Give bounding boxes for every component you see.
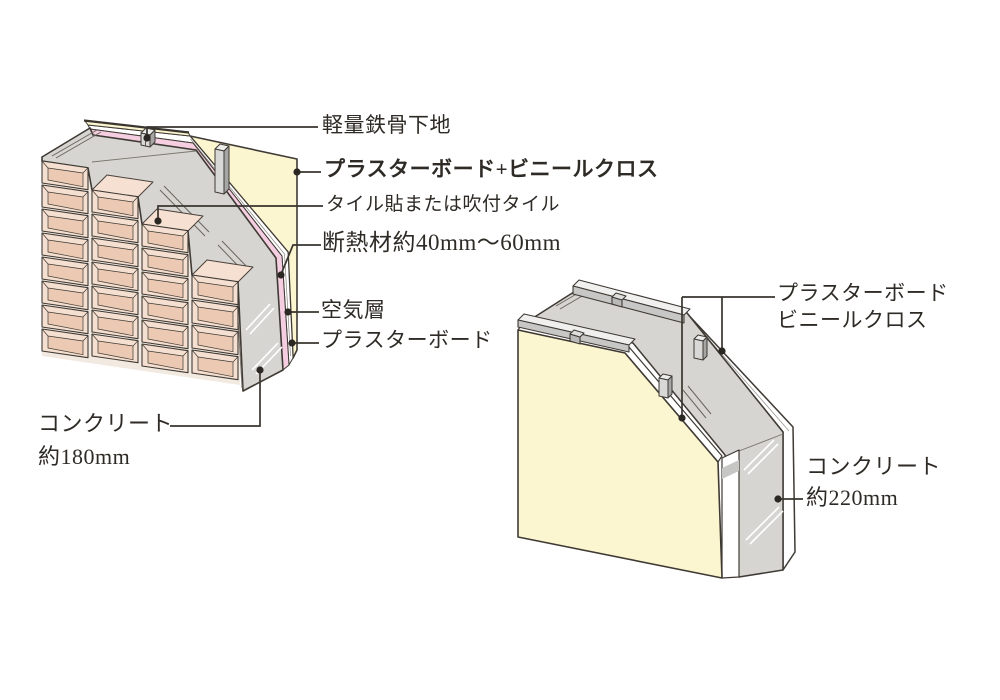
- stud-side-face: [702, 336, 708, 361]
- brick: [141, 319, 189, 350]
- brick: [191, 349, 239, 381]
- leader-insulation: [281, 244, 321, 273]
- brick: [91, 261, 139, 292]
- brick-wall: [41, 160, 239, 381]
- brick: [191, 299, 239, 331]
- brick: [41, 304, 89, 335]
- leader-dot: [288, 339, 296, 347]
- leader-dot: [774, 495, 782, 503]
- label-steel-base: 軽量鉄骨下地: [322, 113, 451, 137]
- leader-dot: [154, 217, 162, 225]
- brick: [91, 189, 139, 220]
- label-tile: タイル貼または吹付タイル: [326, 194, 561, 215]
- brick: [141, 343, 189, 374]
- concrete-hatch-white: [245, 303, 283, 375]
- brick: [41, 328, 89, 359]
- label-plasterboard-left: プラスターボード: [321, 328, 493, 352]
- brick: [191, 324, 239, 356]
- brick: [41, 208, 89, 239]
- label-concrete-right-thickness: 約220mm: [806, 485, 899, 510]
- leader-dot: [284, 308, 292, 316]
- brick: [141, 247, 189, 278]
- runner-front-face: [572, 285, 685, 324]
- brick: [91, 237, 139, 268]
- leader-dot: [678, 414, 686, 422]
- label-vinyl-cloth-right: ビニールクロス: [777, 308, 928, 332]
- front-plasterboard-end-bevel: [722, 460, 739, 479]
- leader-dot: [143, 134, 151, 142]
- stud-side-face: [149, 129, 156, 148]
- brick: [91, 285, 139, 316]
- leader-dot: [256, 366, 264, 374]
- brick: [141, 223, 189, 254]
- label-concrete-right: コンクリート: [806, 454, 942, 479]
- steel-stud-front: [214, 143, 230, 195]
- leader-dot: [277, 271, 285, 279]
- concrete-hatch-dark-right: [555, 288, 712, 419]
- concrete-hatch-white-right: [743, 439, 784, 545]
- steel-runner-front: [517, 313, 636, 353]
- brick: [191, 274, 239, 306]
- brick: [41, 160, 89, 191]
- brick: [141, 271, 189, 302]
- label-concrete-left: コンクリート: [38, 411, 174, 436]
- stud-front-face: [658, 377, 669, 399]
- runner-clip-top: [569, 329, 585, 338]
- brick: [141, 295, 189, 326]
- label-plasterboard-right: プラスターボード: [777, 281, 949, 305]
- brick: [41, 232, 89, 263]
- left-wall-diagram: [41, 119, 298, 392]
- leader-boards-right: [681, 296, 775, 415]
- leader-concrete-left: [170, 373, 261, 427]
- label-air-layer: 空気層: [321, 298, 386, 322]
- front-plasterboard-end: [721, 449, 740, 579]
- brick: [91, 333, 139, 364]
- label-insulation: 断熱材約40mm〜60mm: [322, 230, 562, 255]
- runner-clip-top: [611, 292, 627, 301]
- leader-dot: [293, 168, 301, 176]
- label-concrete-left-thickness: 約180mm: [38, 444, 131, 469]
- leader-dots: [143, 134, 782, 503]
- stud-side-face: [223, 145, 230, 195]
- brick: [41, 184, 89, 215]
- brick: [41, 280, 89, 311]
- leader-dot: [718, 347, 726, 355]
- steel-runner-back: [572, 279, 691, 324]
- brick: [91, 309, 139, 340]
- panel-top-edge-line: [83, 119, 190, 134]
- steel-stud-diagonal-1: [658, 373, 673, 399]
- brick: [41, 256, 89, 287]
- steel-stud-diagonal-2: [693, 334, 708, 361]
- right-wall-diagram: [517, 279, 796, 579]
- label-plasterboard-vinyl: プラスターボード+ビニールクロス: [324, 157, 659, 181]
- stud-front-face: [214, 148, 225, 195]
- leader-tile: [157, 205, 323, 218]
- leader-lines: [146, 126, 803, 500]
- tile-cut-bevels: [91, 174, 254, 283]
- leader-steel-base: [146, 126, 318, 135]
- stud-front-face: [693, 338, 704, 361]
- brick: [91, 213, 139, 244]
- interior-finish-panel-right: [517, 329, 723, 579]
- steel-stud-top: [140, 127, 156, 148]
- stud-side-face: [667, 375, 673, 399]
